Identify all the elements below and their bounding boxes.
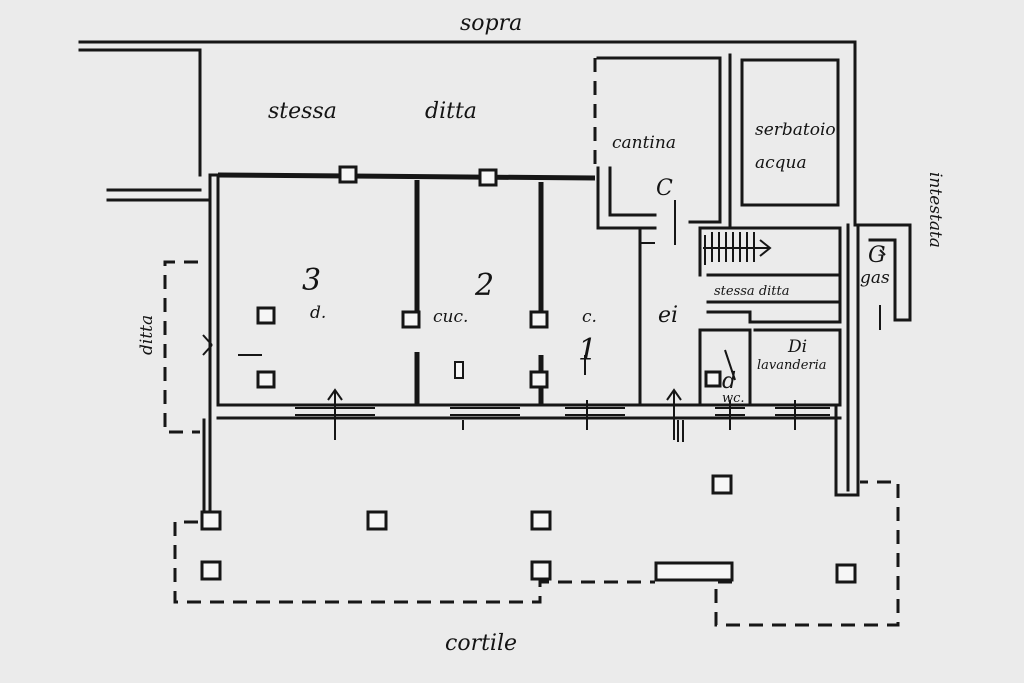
label-acqua: acqua: [755, 153, 807, 173]
label-wc-code: d: [722, 369, 736, 394]
room-3-abbr: c.: [582, 307, 597, 327]
label-lavanderia: lavanderia: [757, 358, 827, 373]
label-cantina-code: C: [656, 176, 673, 201]
label-stessa-top: stessa: [268, 99, 337, 124]
label-lavanderia-code: Di: [787, 337, 807, 357]
label-wc: wc.: [722, 391, 745, 406]
label-cortile: cortile: [445, 631, 517, 656]
label-intestata: intestata: [925, 172, 945, 248]
label-ditta-top: ditta: [425, 99, 477, 124]
staircase: [703, 232, 772, 265]
windows: [295, 407, 830, 416]
room-1-abbr: d.: [310, 303, 326, 323]
room-1-number: 3: [302, 263, 321, 298]
markers: [202, 200, 886, 442]
pillars: [200, 165, 857, 584]
label-serbatoio: serbatoio: [755, 120, 836, 140]
label-cantina: cantina: [612, 133, 676, 153]
label-gas-code: G: [868, 243, 886, 268]
room-3-number: 1: [578, 333, 597, 368]
label-ditta-left: ditta: [137, 315, 157, 355]
label-stessa-ditta-mid: stessa ditta: [714, 284, 790, 299]
label-gas: gas: [860, 268, 890, 288]
room-2-abbr: cuc.: [433, 307, 468, 327]
dashed-boundaries: [163, 260, 900, 627]
label-ingresso-code: ei: [658, 303, 678, 328]
walls: [78, 40, 912, 514]
room-2-number: 2: [474, 268, 494, 303]
labels: sopra stessa ditta cantina C serbatoio a…: [137, 11, 945, 656]
label-sopra: sopra: [460, 11, 522, 36]
